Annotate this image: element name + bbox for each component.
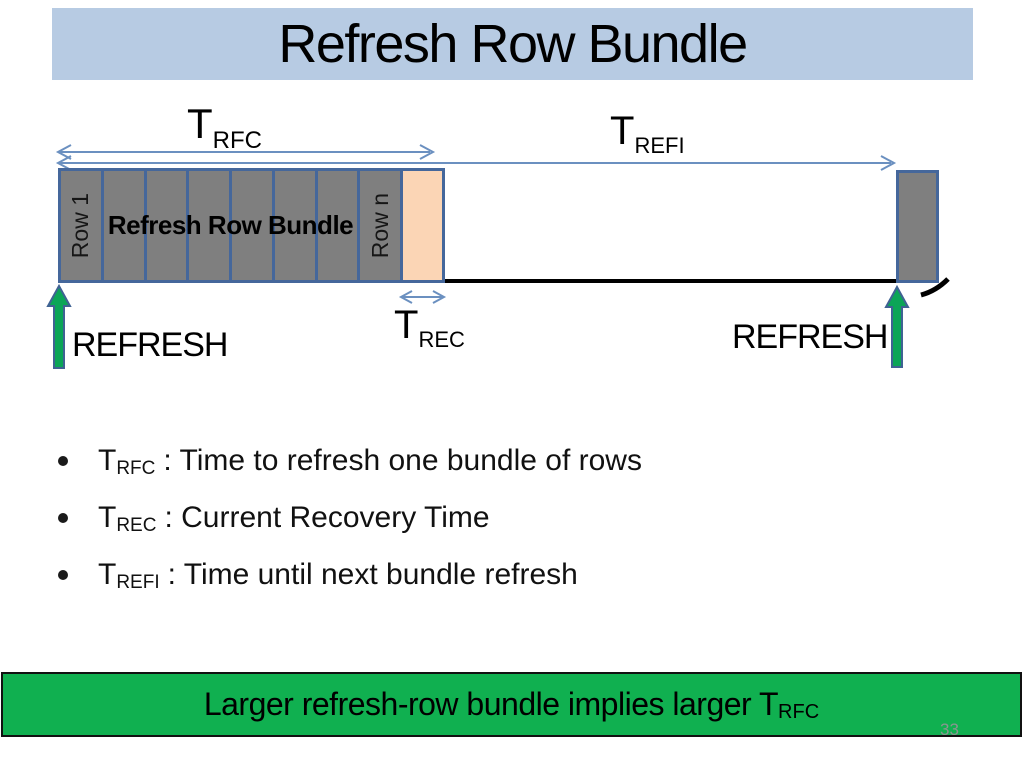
trefi-label: TREFI [610,109,685,158]
trefi-label-sub: REFI [634,133,685,158]
conclusion-text-sub: RFC [778,701,820,723]
bullet-term-sub: REFI [116,572,160,593]
bundle-cell-row-1: Row 1 [61,171,104,280]
trec-label: TREC [394,303,465,352]
bullet-term-sub: REC [116,515,157,536]
timeline-axis [444,277,950,298]
next-refresh-box [896,170,939,283]
trec-span-arrow-icon [398,290,447,304]
bundle-cell [232,171,275,280]
bullet-term-base: T [98,558,117,591]
bullet-term-base: T [98,501,117,534]
trfc-label-base: T [187,100,213,147]
bullet-text: : Time until next bundle refresh [167,558,578,591]
conclusion-text: Larger refresh-row bundle implies larger… [203,686,779,722]
bullet-text: : Time to refresh one bundle of rows [163,444,642,477]
title-banner: Refresh Row Bundle [52,8,973,80]
refresh-label-left: REFRESH [72,326,228,364]
refresh-label-right: REFRESH [732,318,888,356]
timing-arrows-layer [55,144,950,304]
page-title: Refresh Row Bundle [278,14,748,74]
bullet-dot-icon [58,513,68,523]
trec-label-base: T [394,303,419,347]
trfc-span-arrow-icon [55,144,436,160]
bundle-center-label: Refresh Row Bundle [107,210,354,240]
bundle-cell [317,171,361,280]
trefi-label-base: T [610,109,635,153]
trfc-label: TRFC [187,100,262,155]
trec-label-sub: REC [418,327,465,352]
refresh-arrow-left-icon [46,283,72,369]
conclusion-banner: Larger refresh-row bundle implies larger… [1,672,1022,737]
bullet-dot-icon [58,456,68,466]
bullet-term-base: T [98,444,117,477]
bullet-dot-icon [58,570,68,580]
page-number: 33 [940,720,959,739]
bundle-cell [189,171,232,280]
bundle-cell-row-n: Row n [360,171,400,280]
bullet-term-sub: RFC [116,458,156,479]
bullet-text: : Current Recovery Time [164,501,490,534]
refresh-arrows-layer [46,283,910,369]
bundle-cell [274,171,318,280]
recovery-time-box [400,168,445,283]
bundle-cell [103,171,147,280]
refresh-arrow-right-icon [884,284,910,368]
bundle-cell [146,171,190,280]
refresh-row-bundle-box: Row 1 Row n [58,168,403,283]
trfc-label-sub: RFC [212,127,262,154]
trefi-span-arrow-icon [55,155,897,171]
